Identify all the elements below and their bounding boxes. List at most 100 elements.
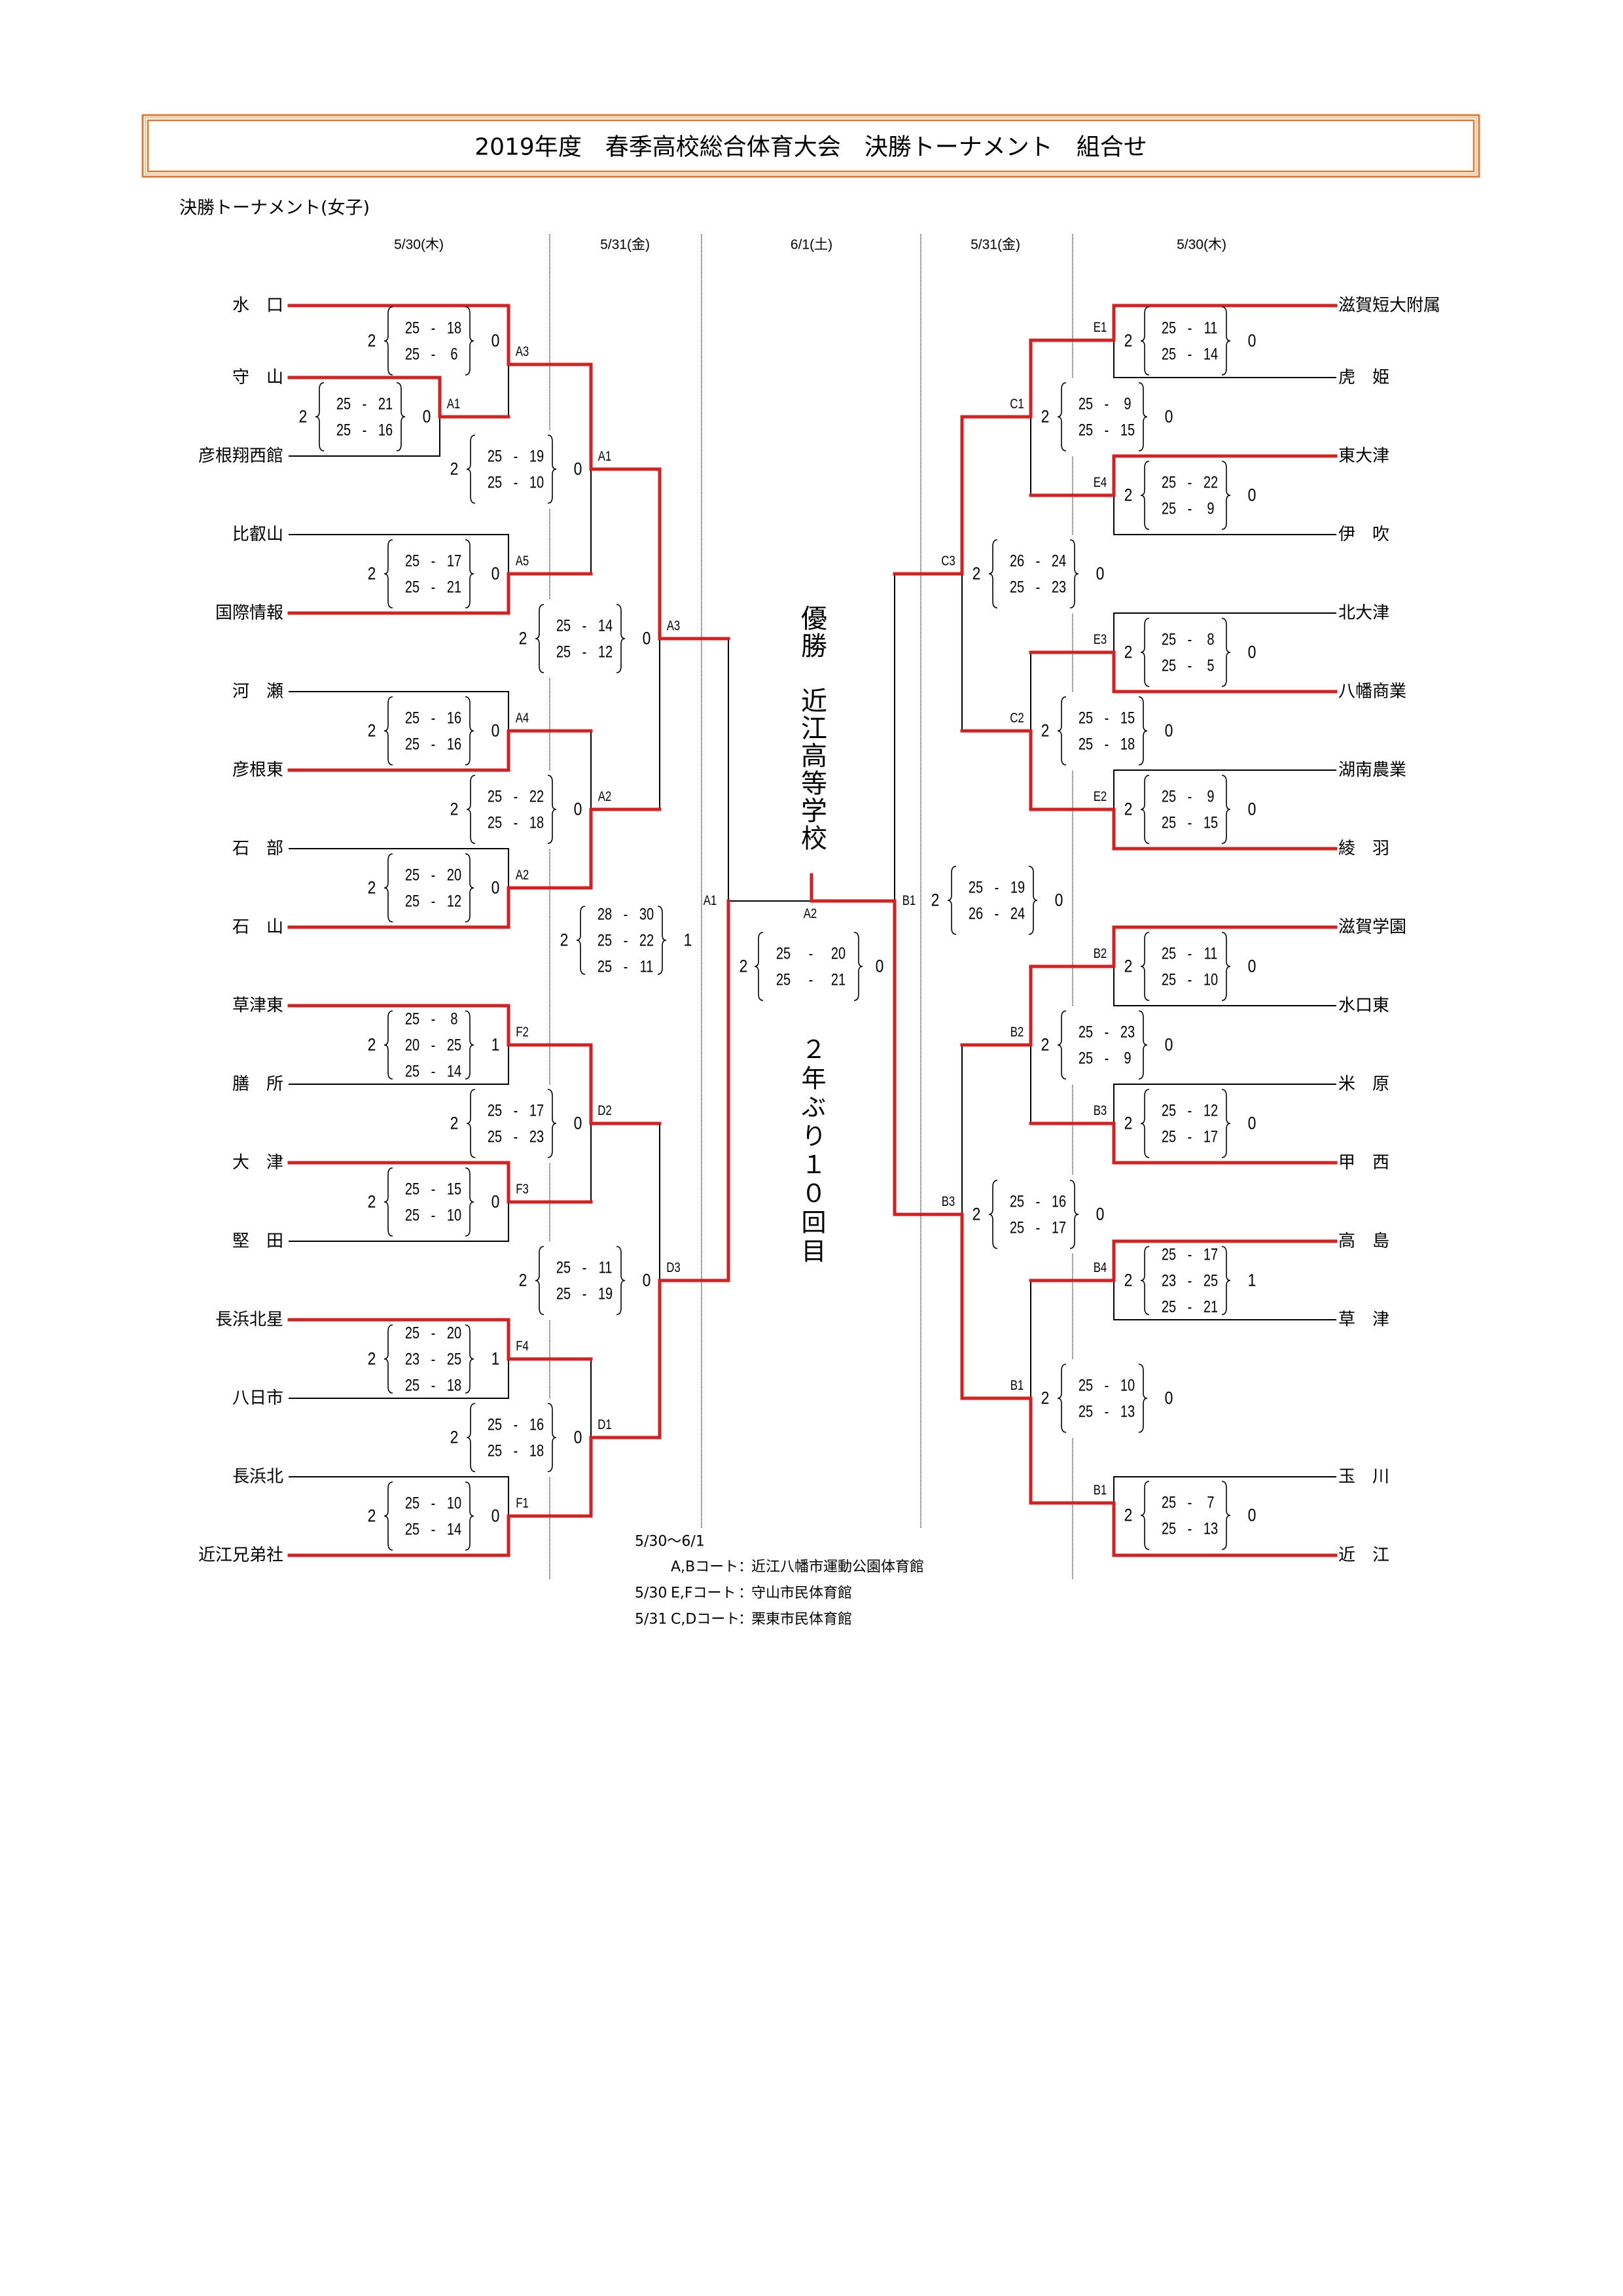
- set-separator: -: [431, 552, 436, 570]
- set-points-winner: 25: [488, 813, 502, 832]
- sets-won-winner: 2: [1124, 957, 1133, 976]
- score-brace-left: [754, 932, 764, 1001]
- set-points-loser: 25: [1204, 1271, 1218, 1290]
- score-brace-left: [383, 1167, 393, 1237]
- set-points-loser: 12: [1204, 1101, 1218, 1120]
- sets-won-winner: 2: [1124, 331, 1133, 351]
- set-points-loser: 16: [1052, 1192, 1066, 1210]
- score-brace-left: [1057, 696, 1067, 766]
- score-brace-right: [465, 1324, 474, 1394]
- set-points-winner: 25: [1162, 1245, 1176, 1263]
- score-block-background: [1118, 770, 1262, 849]
- set-separator: -: [624, 905, 628, 923]
- set-points-winner: 25: [1162, 813, 1176, 832]
- set-points-loser: 15: [447, 1180, 461, 1198]
- round-date-left-r1: 5/30(木): [394, 238, 444, 253]
- sets-won-loser: 0: [574, 1114, 582, 1133]
- sets-won-loser: 0: [1248, 1506, 1257, 1525]
- match-court-label: C2: [1010, 711, 1024, 726]
- sets-won-winner: 2: [368, 1035, 376, 1055]
- bracket-lines: [289, 340, 1336, 1517]
- score-brace-left: [315, 382, 325, 451]
- sets-won-winner: 2: [368, 1192, 376, 1212]
- sets-won-loser: 1: [1248, 1271, 1257, 1290]
- set-separator: -: [809, 944, 813, 963]
- winner-path-lines: [287, 304, 1338, 1557]
- team-name: 滋賀学園: [1338, 917, 1406, 937]
- set-points-loser: 5: [1207, 656, 1214, 675]
- set-points-loser: 17: [1052, 1218, 1066, 1237]
- set-separator: -: [431, 345, 436, 363]
- set-separator: -: [1188, 1101, 1192, 1120]
- team-name: 国際情報: [215, 603, 283, 623]
- set-separator: -: [431, 1350, 436, 1368]
- set-separator: -: [995, 878, 999, 896]
- score-brace-left: [383, 306, 393, 376]
- title-border-light: [145, 117, 1477, 175]
- set-separator: -: [624, 931, 628, 949]
- set-points-winner: 25: [556, 616, 571, 635]
- set-points-winner: 25: [405, 1376, 419, 1394]
- sets-won-winner: 2: [1124, 486, 1133, 505]
- sets-won-winner: 2: [450, 800, 459, 819]
- set-points-loser: 20: [447, 1324, 461, 1342]
- set-points-winner: 25: [336, 421, 351, 439]
- set-separator: -: [1105, 709, 1109, 727]
- set-points-winner: 25: [405, 892, 419, 910]
- score-brace-left: [1140, 1481, 1150, 1550]
- set-separator: -: [1105, 735, 1109, 753]
- set-points-loser: 14: [1204, 345, 1218, 363]
- set-separator: -: [431, 1494, 436, 1512]
- match-court-label: D3: [666, 1260, 680, 1275]
- score-brace-left: [1140, 1089, 1150, 1158]
- set-points-loser: 16: [378, 421, 393, 439]
- sets-won-winner: 2: [1041, 1035, 1050, 1055]
- set-separator: -: [1188, 1493, 1192, 1511]
- score-brace-right: [396, 382, 406, 451]
- team-name: 高 島: [1338, 1231, 1389, 1251]
- set-points-winner: 25: [1162, 473, 1176, 491]
- set-points-loser: 9: [1207, 499, 1214, 518]
- score-brace-right: [1221, 1246, 1231, 1315]
- score-block-background: [361, 535, 505, 613]
- match-court-label: A3: [516, 344, 529, 359]
- set-points-loser: 19: [598, 1284, 613, 1303]
- score-block-background: [1035, 378, 1179, 456]
- match-court-label: C1: [1010, 397, 1024, 412]
- score-brace-right: [465, 1010, 474, 1080]
- set-points-loser: 16: [447, 709, 461, 727]
- sets-won-winner: 2: [740, 957, 748, 976]
- set-points-loser: 11: [1204, 944, 1218, 963]
- set-separator: -: [582, 1258, 587, 1277]
- set-separator: -: [431, 735, 436, 753]
- score-brace-right: [1221, 618, 1231, 687]
- champion-heading: 優勝: [796, 605, 827, 660]
- match-court-label: A2: [598, 789, 612, 804]
- set-separator: -: [1188, 345, 1192, 363]
- sets-won-winner: 2: [368, 331, 376, 351]
- set-points-winner: 28: [597, 905, 612, 923]
- set-points-winner: 25: [1162, 319, 1176, 337]
- set-separator: -: [995, 904, 999, 923]
- score-brace-right: [1221, 1481, 1231, 1550]
- score-block-background: [512, 1241, 656, 1320]
- set-points-loser: 10: [1204, 970, 1218, 989]
- score-block-background: [1118, 1084, 1262, 1163]
- sets-won-winner: 2: [1124, 1114, 1133, 1133]
- set-points-loser: 12: [598, 643, 613, 661]
- venue-dates: 5/30～6/1: [635, 1534, 705, 1550]
- set-points-loser: 30: [639, 905, 654, 923]
- set-points-loser: 24: [1052, 552, 1066, 570]
- set-separator: -: [431, 1062, 436, 1080]
- sets-won-winner: 2: [450, 459, 459, 479]
- set-separator: -: [1188, 1127, 1192, 1146]
- set-points-winner: 25: [1079, 1023, 1093, 1041]
- set-separator: -: [1188, 813, 1192, 832]
- sets-won-winner: 2: [1124, 1506, 1133, 1525]
- sets-won-loser: 0: [1248, 643, 1257, 662]
- set-separator: -: [1036, 1218, 1041, 1237]
- score-brace-left: [535, 604, 544, 673]
- set-points-loser: 20: [447, 866, 461, 884]
- match-court-label: E2: [1094, 789, 1107, 804]
